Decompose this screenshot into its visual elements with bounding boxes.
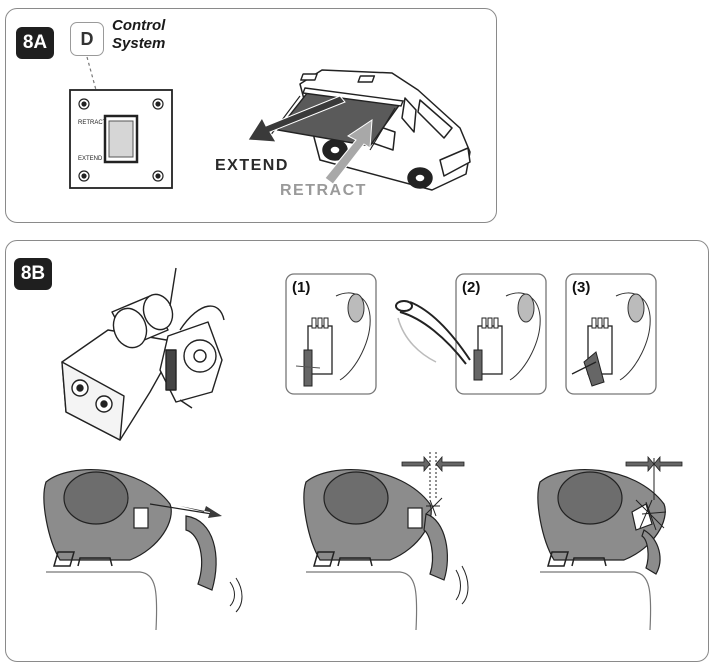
control-title-line2: System <box>112 35 166 52</box>
step-box-3: (3) <box>565 273 657 395</box>
switch-label-retract: RETRACT <box>78 120 107 126</box>
pliers-icon <box>395 300 471 365</box>
awning-section-3 <box>537 455 683 631</box>
step-box-2: (2) <box>395 273 547 395</box>
retract-arrow <box>324 119 373 185</box>
awning-section-2 <box>303 452 469 631</box>
control-system-title: Control System <box>112 17 165 53</box>
switch-plate: RETRACT EXTEND <box>69 89 173 189</box>
extend-arrow <box>247 95 346 143</box>
motor-assembly-illustration <box>61 267 225 441</box>
step-label-3: (3) <box>572 279 590 296</box>
switch-label-extend: EXTEND <box>78 156 103 162</box>
step-box-1: (1) <box>285 273 377 395</box>
extend-label: EXTEND <box>215 157 289 174</box>
control-title-line1: Control <box>112 17 166 34</box>
panel-8b-badge: 8B <box>14 258 52 290</box>
awning-section-1 <box>43 468 243 631</box>
control-letter-box: D <box>70 22 104 56</box>
step-label-1: (1) <box>292 279 310 296</box>
retract-label: RETRACT <box>280 182 367 199</box>
step-label-2: (2) <box>462 279 480 296</box>
panel-8a-badge: 8A <box>16 27 54 59</box>
